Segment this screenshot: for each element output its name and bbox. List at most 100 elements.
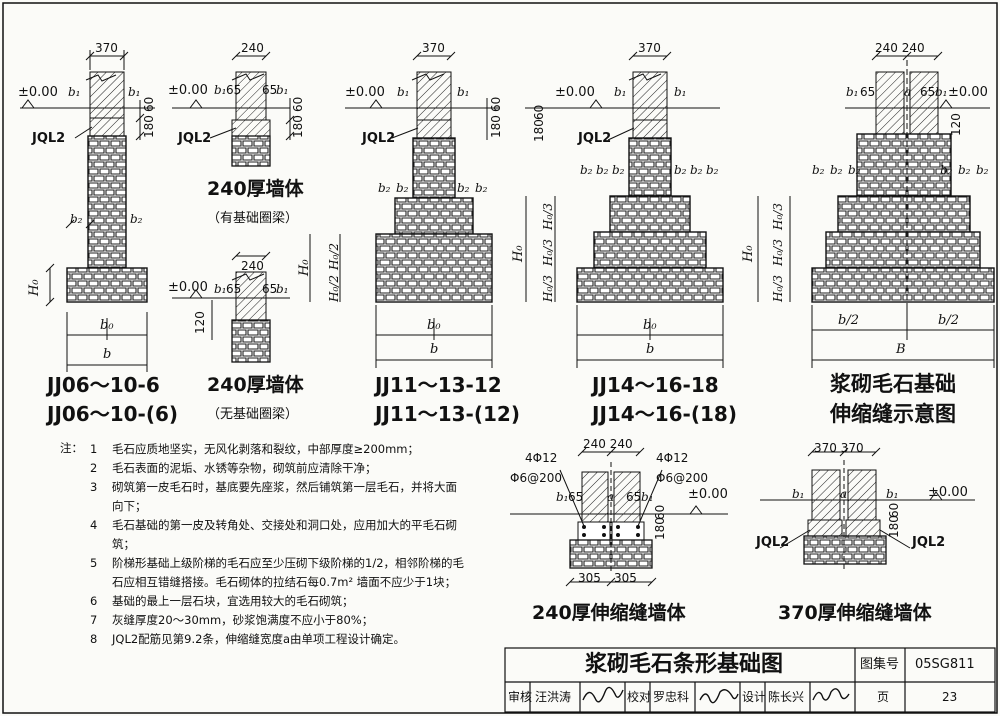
joint-65-left: 65 <box>860 85 876 99</box>
j370-elevation: ±0.00 <box>928 485 968 500</box>
w240a-65-left: 65 <box>226 83 242 97</box>
jj14-name-1: JJ14～16-18 <box>592 373 719 397</box>
w240a-elevation: ±0.00 <box>168 83 208 98</box>
jj14-b1-left: b₁ <box>614 85 627 99</box>
jj14-b1-right: b₁ <box>674 85 687 99</box>
j370-dim-180: 180 <box>887 515 901 538</box>
jj06-b2-left: b₂ <box>70 212 83 226</box>
joint370-section <box>760 447 975 570</box>
joint240-section <box>510 447 728 587</box>
jj14-h0-third-3: H₀/3 <box>541 203 555 230</box>
notes-title: 注： <box>60 441 83 455</box>
jj11-b2-4: b₂ <box>475 181 488 195</box>
wall240-without-beam <box>172 251 290 363</box>
joint-title-1: 浆砌毛石基础 <box>830 372 956 396</box>
jj14-h0-third-1: H₀/3 <box>541 275 555 302</box>
drawing-title: 浆砌毛石条形基础图 <box>585 652 784 677</box>
jj14-name-2: JJ14～16-(18) <box>592 402 737 426</box>
atlas-number: 05SG811 <box>915 657 975 672</box>
joint-dim-120: 120 <box>949 113 963 136</box>
jj11-h0-half-2: H₀/2 <box>327 243 341 270</box>
jj06-b2-right: b₂ <box>130 212 143 226</box>
jj11-dim-60: 60 <box>489 96 503 112</box>
jj06-name-2: JJ06～10-(6) <box>47 402 179 426</box>
jj06-b1-right: b₁ <box>128 85 141 99</box>
jj14-jql2: JQL2 <box>578 131 612 146</box>
joint-h0-third-3: H₀/3 <box>771 203 785 230</box>
jj06-b0: b₀ <box>100 318 114 333</box>
j370-title: 370厚伸缩缝墙体 <box>778 602 932 624</box>
j240-dim-180: 180 <box>653 517 667 540</box>
w240b-dim-120: 120 <box>193 311 207 334</box>
jj11-b2-1: b₂ <box>378 181 391 195</box>
j370-b1-left: b₁ <box>792 487 805 501</box>
jj11-section <box>309 51 500 368</box>
review-label: 审核 <box>508 690 533 704</box>
jj14-b2-3: b₂ <box>612 163 625 177</box>
joint-h0-third-2: H₀/3 <box>771 239 785 266</box>
joint-h0: H₀ <box>741 245 756 262</box>
jj14-dim-180: 180 <box>532 119 546 142</box>
atlas-label: 图集号 <box>860 657 900 672</box>
note-row: 石应相互错缝搭接。毛石砌体的拉结石每0.7m² 墙面不应少于1块； <box>112 575 457 589</box>
jj14-elevation: ±0.00 <box>555 85 595 100</box>
jj14-b2-1: b₂ <box>580 163 593 177</box>
designer-signature <box>812 688 850 701</box>
jj06-dim-370: 370 <box>95 41 118 55</box>
w240a-dim-60: 60 <box>291 96 305 112</box>
page-label: 页 <box>877 690 890 704</box>
jj14-b2-5: b₂ <box>690 163 703 177</box>
jj06-elevation: ±0.00 <box>18 85 58 100</box>
j370-jql2-left: JQL2 <box>756 535 790 550</box>
w240b-dim-240: 240 <box>241 259 264 273</box>
j370-b1-right: b₁ <box>886 487 899 501</box>
jj14-section <box>525 51 724 368</box>
jj11-name-2: JJ11～13-(12) <box>375 402 520 426</box>
jj11-h0-half-1: H₀/2 <box>327 275 341 302</box>
j240-stirrup-left: Φ6@200 <box>510 471 562 485</box>
jj06-b: b <box>103 347 112 362</box>
page-number: 23 <box>942 690 958 704</box>
jj11-b2-2: b₂ <box>396 181 409 195</box>
jj14-b2-4: b₂ <box>674 163 687 177</box>
jj11-name-1: JJ11～13-12 <box>375 373 502 397</box>
j240-a: a <box>607 490 615 504</box>
j240-b1-right: b₁ <box>641 490 654 504</box>
j240-b1-left: b₁ <box>556 490 569 504</box>
j240-65-left: 65 <box>568 490 584 504</box>
joint-b2-5: b₂ <box>958 163 971 177</box>
reviewer-signature <box>582 686 624 703</box>
j240-dim-240-240: 240 240 <box>583 437 633 451</box>
check-label: 校对 <box>627 690 652 704</box>
jj11-b0: b₀ <box>427 318 441 333</box>
w240b-title: 240厚墙体 <box>207 374 304 396</box>
joint-b-half-left: b/2 <box>838 313 859 328</box>
w240b-65-left: 65 <box>226 282 242 296</box>
wall240-with-beam <box>172 51 295 167</box>
note-row: 筑； <box>112 537 135 551</box>
w240b-b1-left: b₁ <box>214 282 227 296</box>
joint-b-half-right: b/2 <box>938 313 959 328</box>
j370-dim-370-370: 370 370 <box>814 441 864 455</box>
w240a-subtitle: （有基础圈梁） <box>207 211 299 226</box>
jj14-b2-6: b₂ <box>706 163 719 177</box>
j240-dim-305-left: 305 <box>578 571 601 585</box>
jj06-h0: H₀ <box>27 279 42 296</box>
check-name: 罗忠科 <box>653 690 690 704</box>
design-name: 陈长兴 <box>768 690 805 704</box>
j240-65-right: 65 <box>626 490 642 504</box>
w240a-65-right: 65 <box>262 83 278 97</box>
w240a-b1-right: b₁ <box>276 83 289 97</box>
jj14-b2-2: b₂ <box>596 163 609 177</box>
joint-b2-1: b₂ <box>812 163 825 177</box>
joint-b2-3: b₂ <box>848 163 861 177</box>
jj14-dim-370: 370 <box>638 41 661 55</box>
review-name: 汪洪涛 <box>535 690 572 704</box>
